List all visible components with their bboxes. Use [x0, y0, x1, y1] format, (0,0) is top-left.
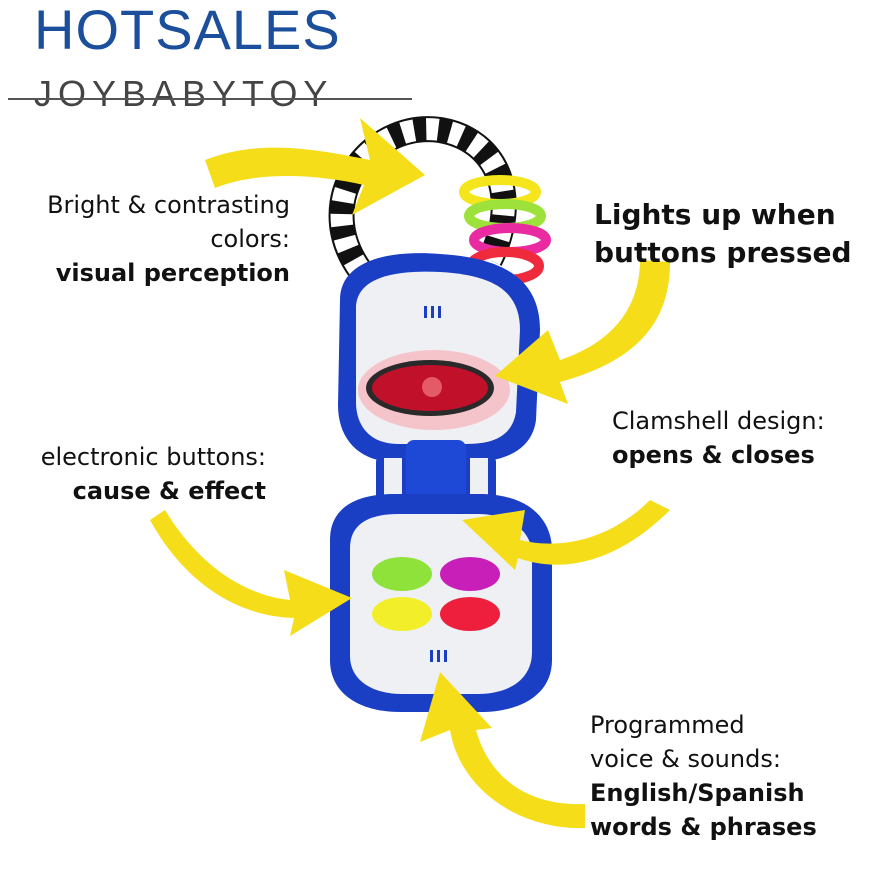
caption-voice-line2: voice & sounds:	[590, 745, 781, 773]
caption-voice-line1: Programmed	[590, 711, 745, 739]
arrow-to-handle	[205, 118, 425, 215]
caption-lights-line2: buttons pressed	[594, 236, 852, 269]
arrow-to-speaker	[420, 672, 585, 829]
caption-buttons-line1: electronic buttons:	[40, 443, 266, 471]
callout-arrows	[150, 118, 670, 829]
phone-top-half	[338, 253, 540, 462]
arrow-to-screen	[495, 260, 670, 404]
arrow-to-hinge	[462, 500, 670, 570]
brand-logo-text: HOTSALES	[34, 0, 341, 61]
caption-voice-bold1: English/Spanish	[590, 779, 805, 807]
brand-strike-line	[8, 98, 412, 100]
caption-voice: Programmed voice & sounds: English/Spani…	[590, 708, 860, 844]
caption-voice-bold2: words & phrases	[590, 813, 817, 841]
caption-clamshell-bold: opens & closes	[612, 441, 815, 469]
caption-colors-line2: colors:	[210, 225, 290, 253]
caption-buttons: electronic buttons: cause & effect	[10, 440, 266, 508]
arrow-to-buttons	[150, 510, 352, 636]
brand-tagline: JOYBABYTOY	[34, 73, 334, 114]
caption-clamshell: Clamshell design: opens & closes	[612, 404, 852, 472]
caption-colors: Bright & contrasting colors: visual perc…	[20, 188, 290, 290]
caption-lights: Lights up when buttons pressed	[594, 196, 864, 272]
caption-lights-line1: Lights up when	[594, 198, 836, 231]
caption-colors-line1: Bright & contrasting	[47, 191, 290, 219]
caption-colors-bold: visual perception	[55, 259, 290, 287]
caption-buttons-bold: cause & effect	[72, 477, 266, 505]
caption-clamshell-line1: Clamshell design:	[612, 407, 825, 435]
